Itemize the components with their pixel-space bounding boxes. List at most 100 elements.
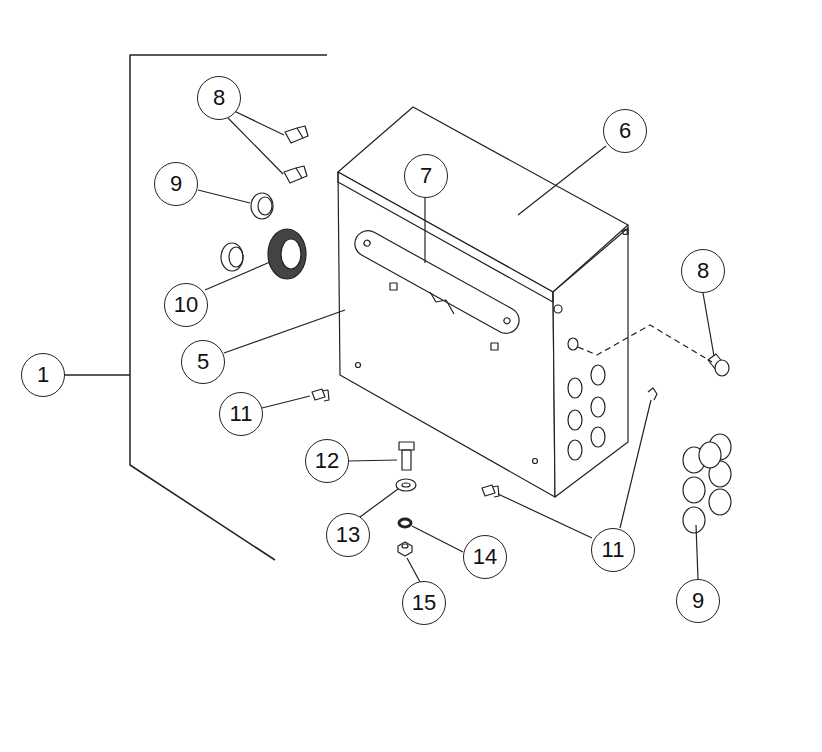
callout-number: 9: [170, 173, 182, 195]
drawing-stroke: [356, 363, 361, 368]
drawing-stroke: [568, 410, 582, 430]
drawing-stroke: [229, 247, 243, 267]
drawing-stroke: [578, 325, 712, 362]
callout-circle: 11: [219, 392, 263, 436]
drawing-stroke: [591, 427, 605, 447]
fitting-part: [578, 325, 729, 376]
callout-circle: 6: [603, 109, 647, 153]
callout-circle: 12: [305, 439, 349, 483]
drawing-stroke: [232, 110, 284, 135]
drawing-stroke: [402, 544, 408, 548]
drawing-stroke: [703, 293, 714, 356]
enclosure-box: [338, 107, 628, 497]
drawing-stroke: [363, 239, 371, 247]
drawing-stroke: [648, 388, 657, 400]
callout-number: 11: [230, 403, 253, 425]
callout-number: 1: [37, 364, 49, 386]
callout-number: 8: [213, 87, 225, 109]
drawing-stroke: [268, 229, 306, 279]
drawing-stroke: [390, 283, 397, 290]
drawing-stroke: [65, 374, 130, 376]
drawing-stroke: [402, 483, 410, 487]
drawing-stroke: [402, 450, 411, 470]
drawing-stroke: [683, 477, 705, 503]
plug-part: [683, 434, 731, 533]
drawing-stroke: [130, 55, 327, 560]
grommet-part: [251, 193, 273, 219]
drawing-stroke: [683, 507, 705, 533]
bushing-part: [221, 229, 306, 279]
callout-number: 13: [336, 524, 360, 546]
drawing-stroke: [568, 338, 578, 350]
drawing-stroke: [338, 172, 555, 497]
drawing-stroke: [518, 146, 606, 215]
drawing-stroke: [262, 396, 310, 408]
drawing-stroke: [568, 378, 582, 398]
drawing-stroke: [498, 494, 592, 538]
callout-circle: 5: [181, 340, 225, 384]
assembly-bracket: [65, 55, 327, 560]
drawing-stroke: [285, 128, 303, 143]
callout-circle: 9: [154, 162, 198, 206]
drawing-stroke: [554, 305, 562, 313]
callout-circle: 14: [463, 535, 507, 579]
drawing-stroke: [284, 168, 302, 183]
callout-number: 8: [697, 260, 709, 282]
callout-circle: 13: [326, 513, 370, 557]
drawing-stroke: [360, 489, 398, 517]
drawing-stroke: [491, 343, 498, 350]
drawing-stroke: [224, 310, 345, 353]
drawing-stroke: [398, 542, 412, 556]
drawing-stroke: [251, 193, 273, 219]
callout-circle: 7: [404, 154, 448, 198]
callout-circle: 10: [164, 283, 208, 327]
drawing-stroke: [205, 262, 270, 290]
callout-circle: 8: [197, 76, 241, 120]
drawing-stroke: [623, 230, 628, 235]
callout-circle: 11: [591, 528, 635, 572]
drawing-stroke: [338, 172, 553, 302]
drawing-stroke: [430, 292, 454, 314]
drawing-stroke: [620, 400, 651, 528]
drawing-stroke: [350, 226, 524, 338]
callout-number: 14: [473, 546, 497, 568]
drawing-stroke: [349, 460, 397, 461]
drawing-stroke: [696, 525, 698, 579]
callout-number: 11: [602, 539, 625, 561]
drawing-stroke: [533, 459, 538, 464]
callout-number: 7: [420, 165, 432, 187]
drawing-stroke: [198, 190, 250, 203]
drawing-stroke: [591, 397, 605, 417]
callout-number: 5: [197, 351, 209, 373]
callout-number: 10: [174, 294, 198, 316]
callout-circle: 1: [21, 353, 65, 397]
drawing-stroke: [350, 226, 524, 338]
leader-line: [198, 110, 714, 582]
drawing-stroke: [258, 197, 272, 215]
drawing-stroke: [591, 365, 605, 385]
drawing-stroke: [412, 526, 463, 552]
callout-circle: 9: [676, 579, 720, 623]
clip-part: [312, 388, 657, 497]
drawing-stroke: [297, 126, 308, 138]
drawing-stroke: [482, 485, 499, 497]
hardware-part: [396, 442, 416, 556]
callout-circle: 15: [402, 581, 446, 625]
callout-circle: 8: [681, 249, 725, 293]
drawing-stroke: [553, 228, 628, 497]
callout-number: 6: [619, 120, 631, 142]
drawing-stroke: [396, 479, 416, 491]
drawing-stroke: [709, 489, 731, 515]
drawing-stroke: [399, 442, 414, 450]
drawing-stroke: [221, 243, 243, 271]
drawing-stroke: [568, 440, 582, 460]
drawing-stroke: [312, 389, 329, 401]
callout-number: 15: [412, 592, 436, 614]
fitting-part: [284, 126, 308, 183]
callout-number: 9: [692, 590, 704, 612]
drawing-stroke: [503, 317, 511, 325]
drawing-stroke: [399, 519, 411, 527]
drawing-stroke: [296, 166, 307, 178]
